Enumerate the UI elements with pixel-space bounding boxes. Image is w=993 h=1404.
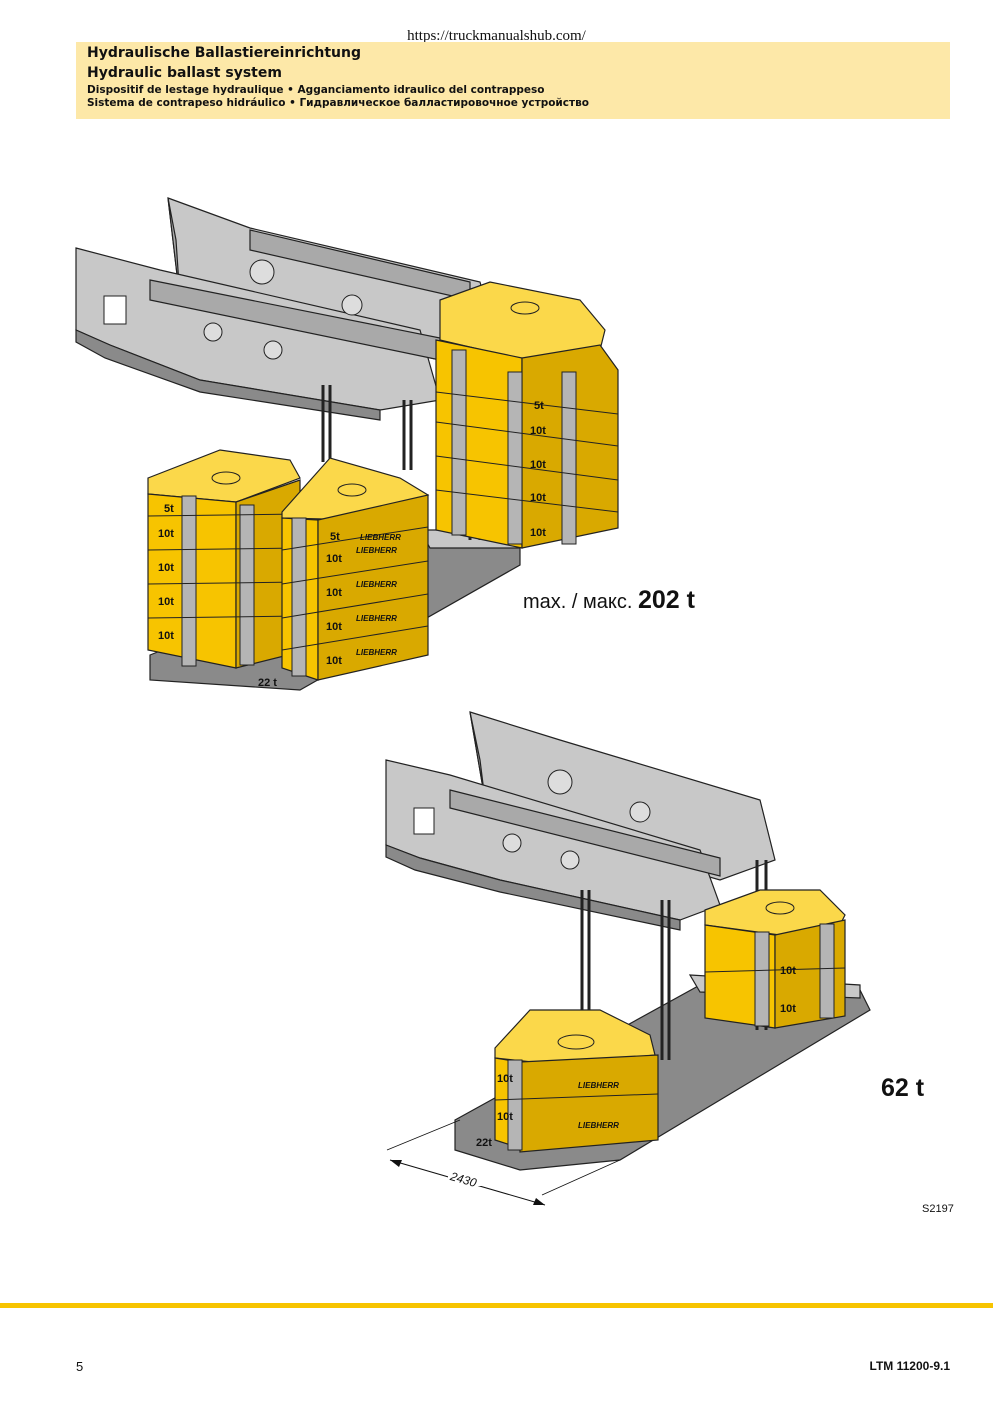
footer-rule [0,1303,993,1308]
brand-label-4: LIEBHERR [356,648,397,657]
rear-stack-label-4: 10t [530,527,546,539]
rear-ballast-stack-top: 5t 10t 10t 10t 10t [435,281,619,549]
front-left-ballast-stack-top: 5t 10t 10t 10t 10t [147,449,301,669]
rear-stack-bottom-label-1: 10t [780,1003,796,1015]
header-title-de: Hydraulische Ballastiereinrichtung [87,45,362,61]
brand-label-2: LIEBHERR [356,580,397,589]
rear-stack-label-0: 5t [534,400,544,412]
rear-stack-label-3: 10t [530,492,546,504]
front-ballast-stack-bottom: 10t 10t LIEBHERR LIEBHERR [494,1009,659,1153]
header-line-fr-it: Dispositif de lestage hydraulique • Agga… [87,84,545,96]
front-left-stack-label-2: 10t [158,562,174,574]
front-right-stack-label-2: 10t [326,587,342,599]
rear-stack-label-1: 10t [530,425,546,437]
section-header: Hydraulische Ballastiereinrichtung Hydra… [76,42,950,119]
rear-stack-bottom-label-0: 10t [780,965,796,977]
figure-bottom-min: 10t 10t 10t 10t LIEBHERR LIEBHERR 22t 24… [385,711,871,1206]
base-label-bottom: 22t [476,1137,492,1149]
brand-label-1: LIEBHERR [356,546,397,555]
brand-bottom-label-1: LIEBHERR [578,1121,619,1130]
front-right-stack-label-1: 10t [326,553,342,565]
dimension-2430: 2430 [386,1119,621,1206]
caption-max-prefix: max. / макс. [523,591,633,613]
header-line-es-ru: Sistema de contrapeso hidráulico • Гидра… [87,97,589,109]
header-title-en: Hydraulic ballast system [87,65,282,81]
front-left-stack-label-1: 10t [158,528,174,540]
brand-label-3: LIEBHERR [356,614,397,623]
source-url[interactable]: https://truckmanualshub.com/ [407,28,586,44]
front-right-ballast-stack-top: 5t 10t 10t 10t 10t LIEBHERR LIEBHERR LIE… [281,457,430,681]
rear-ballast-stack-bottom: 10t 10t [704,889,846,1029]
figure-top-max: 5t 10t 10t 10t 10t 5t 10t 10t 10t 10t [75,197,619,691]
caption-62t: 62 t [881,1074,925,1102]
figure-reference: S2197 [922,1203,954,1215]
brand-label-0: LIEBHERR [360,533,401,542]
base-label-top: 22 t [258,677,277,689]
model-number: LTM 11200-9.1 [869,1359,950,1373]
front-stack-bottom-label-0: 10t [497,1073,513,1085]
front-right-stack-label-4: 10t [326,655,342,667]
brand-bottom-label-0: LIEBHERR [578,1081,619,1090]
rear-stack-label-2: 10t [530,459,546,471]
front-stack-bottom-label-1: 10t [497,1111,513,1123]
front-left-stack-label-4: 10t [158,630,174,642]
caption-max-value: 202 t [637,586,695,614]
front-left-stack-label-0: 5t [164,503,174,515]
front-right-stack-label-0: 5t [330,531,340,543]
page-number: 5 [76,1359,84,1374]
front-left-stack-label-3: 10t [158,596,174,608]
caption-max: max. / макс. 202 t [523,586,695,615]
front-right-stack-label-3: 10t [326,621,342,633]
